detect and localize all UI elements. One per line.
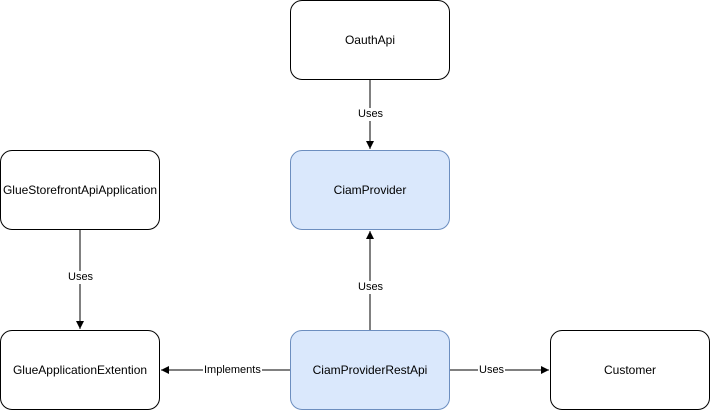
node-label: Customer bbox=[603, 362, 656, 377]
node-label: OauthApi bbox=[344, 32, 396, 47]
edge-label-rest-api-uses: Uses bbox=[357, 281, 385, 294]
node-customer[interactable]: Customer bbox=[550, 330, 710, 410]
node-label: GlueStorefrontApiApplication bbox=[2, 182, 158, 197]
edge-label-implements: Implements bbox=[203, 364, 262, 377]
node-label: GlueApplicationExtention bbox=[12, 362, 148, 377]
node-glue-application-extention[interactable]: GlueApplicationExtention bbox=[0, 330, 160, 410]
node-label: CiamProviderRestApi bbox=[312, 362, 428, 377]
edge-label-oauth-uses: Uses bbox=[357, 108, 385, 121]
node-label: CiamProvider bbox=[333, 182, 407, 197]
node-ciam-provider[interactable]: CiamProvider bbox=[290, 150, 450, 230]
edge-label-customer-uses: Uses bbox=[478, 364, 506, 377]
edge-label-storefront-uses: Uses bbox=[67, 271, 95, 284]
node-glue-storefront-api-application[interactable]: GlueStorefrontApiApplication bbox=[0, 150, 160, 230]
node-ciam-provider-rest-api[interactable]: CiamProviderRestApi bbox=[290, 330, 450, 410]
node-oauth-api[interactable]: OauthApi bbox=[290, 0, 450, 80]
